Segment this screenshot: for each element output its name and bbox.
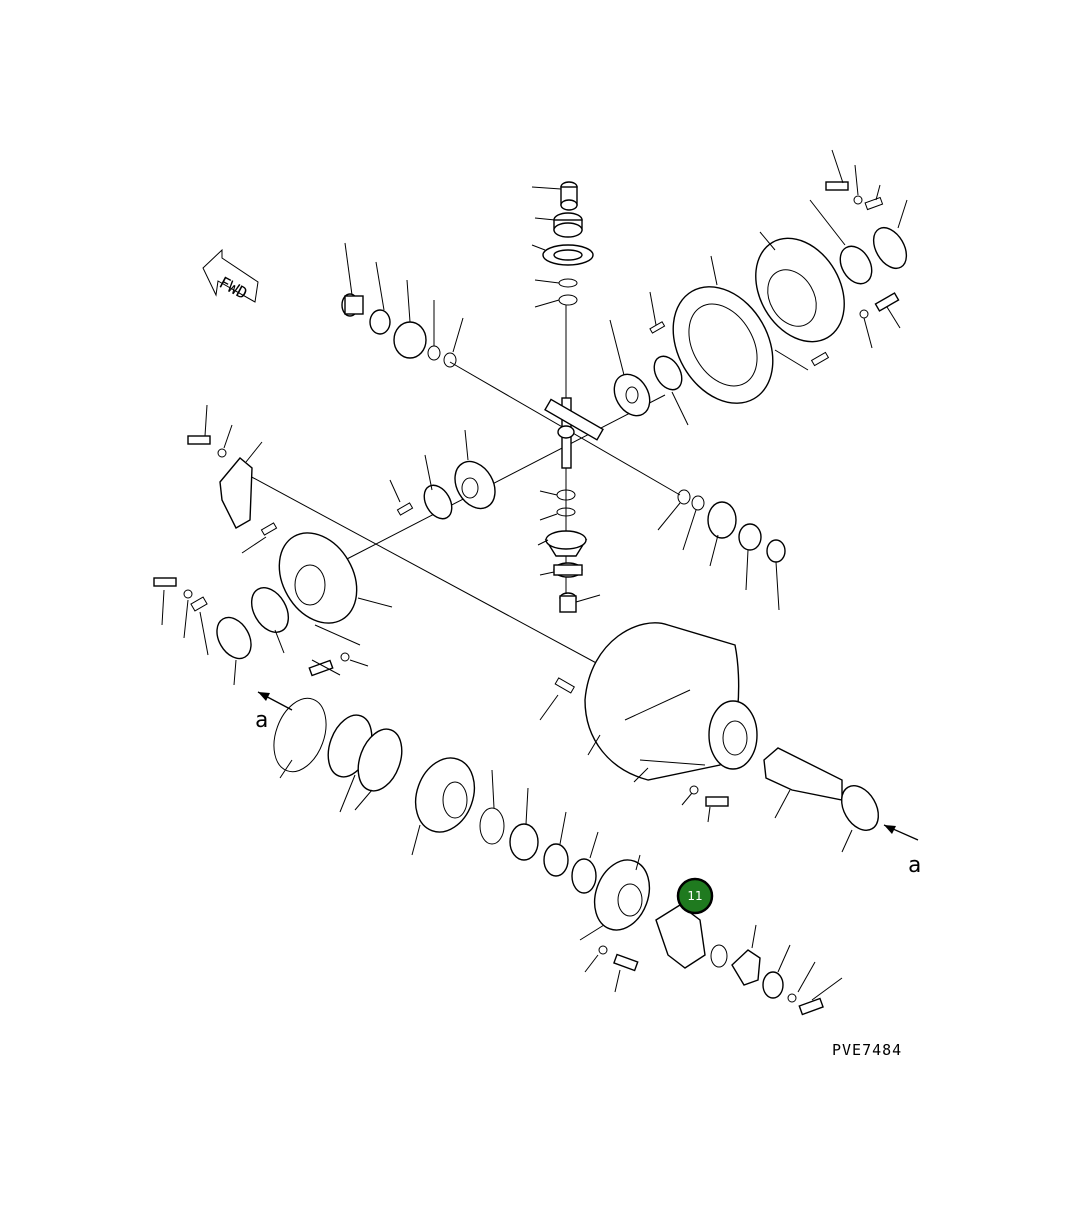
callout-11[interactable]: 11: [676, 877, 714, 915]
upper-pinion-stack: [531, 181, 594, 308]
diff-case-right: [755, 149, 908, 371]
fwd-arrow-icon: FWD: [202, 248, 259, 303]
lower-pinion-stack: [537, 489, 601, 613]
fwd-label: FWD: [216, 273, 250, 303]
pinion-shaft: [763, 747, 919, 853]
differential-spider: [544, 397, 604, 469]
ring-gear: [672, 255, 774, 404]
view-marker-right: a: [908, 853, 921, 878]
lower-row-parts: [257, 691, 843, 1016]
diff-case-left: [153, 404, 393, 686]
side-gear-left: [389, 429, 496, 520]
left-pinion-stack: [341, 242, 464, 368]
side-gear-right: [609, 291, 689, 426]
drawing-code: PVE7484: [832, 1041, 902, 1059]
view-marker-left: a: [255, 708, 268, 733]
carrier-housing: [539, 622, 758, 823]
callout-11-number: 11: [687, 889, 702, 903]
callout-11-badge[interactable]: [676, 877, 714, 915]
right-lower-stack: [657, 489, 786, 611]
